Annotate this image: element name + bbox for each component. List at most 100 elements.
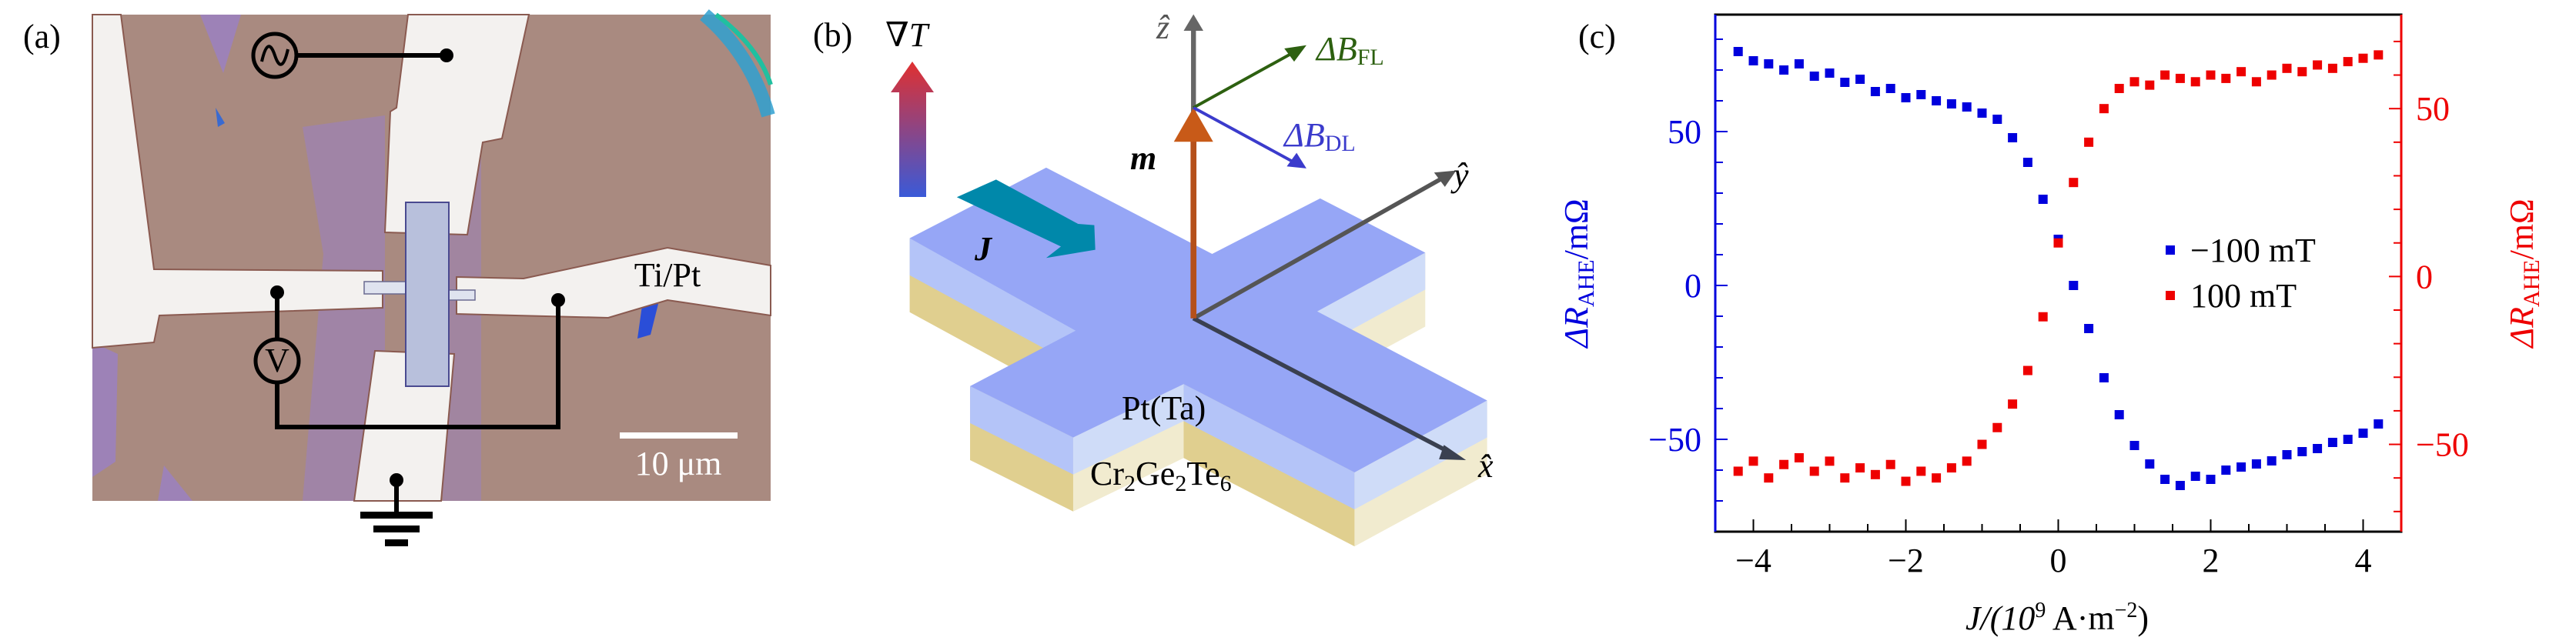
data-point-neg100mT xyxy=(2099,373,2109,382)
x-tick-label: 4 xyxy=(2355,542,2372,579)
data-point-100mT xyxy=(2099,104,2109,114)
data-point-neg100mT xyxy=(1825,68,1835,78)
left-y-tick-label: 0 xyxy=(1684,267,1701,305)
x-tick-label: 0 xyxy=(2050,542,2067,579)
data-point-neg100mT xyxy=(2160,475,2170,484)
data-point-100mT xyxy=(1764,473,1774,483)
right-y-axis-title: ΔRAHE/mΩ xyxy=(2503,199,2544,349)
data-point-100mT xyxy=(2313,60,2323,70)
data-point-100mT xyxy=(1733,466,1743,476)
data-point-neg100mT xyxy=(1885,84,1895,93)
data-point-neg100mT xyxy=(1977,108,1987,118)
magnetization-label: m xyxy=(1130,139,1156,177)
data-point-neg100mT xyxy=(2251,459,2261,469)
data-point-neg100mT xyxy=(1794,59,1804,68)
data-point-100mT xyxy=(2327,63,2337,73)
current-label: J xyxy=(974,230,993,268)
field-like-field-arrow xyxy=(1193,52,1293,109)
data-point-100mT xyxy=(2251,77,2261,87)
device-micrograph xyxy=(92,9,775,502)
data-point-neg100mT xyxy=(2206,475,2216,484)
data-point-100mT xyxy=(2038,312,2048,322)
data-point-100mT xyxy=(1916,466,1926,476)
data-point-neg100mT xyxy=(1733,47,1743,56)
data-point-100mT xyxy=(2297,67,2307,77)
data-point-neg100mT xyxy=(2069,281,2079,290)
data-point-100mT xyxy=(1840,473,1850,483)
data-point-neg100mT xyxy=(1870,87,1880,96)
data-point-neg100mT xyxy=(2282,450,2292,459)
data-point-neg100mT xyxy=(2358,429,2368,438)
data-point-neg100mT xyxy=(2145,459,2155,469)
damping-like-label: ΔBDL xyxy=(1283,116,1356,156)
right-y-tick-label: 50 xyxy=(2416,90,2450,128)
probe-contact-dot xyxy=(270,285,284,299)
panel-c-chart: (c) −4 −2 0 2 4 50 0 −50 50 0 −50 J/(109… xyxy=(1557,13,2544,637)
data-point-neg100mT xyxy=(1779,65,1789,75)
data-points xyxy=(1733,47,2384,490)
data-point-neg100mT xyxy=(2236,462,2246,472)
data-point-neg100mT xyxy=(2221,465,2231,475)
legend-label: 100 mT xyxy=(2190,277,2297,315)
data-point-neg100mT xyxy=(2374,419,2384,429)
field-like-label: ΔBFL xyxy=(1315,30,1384,70)
data-point-100mT xyxy=(1992,422,2002,432)
voltmeter-icon: V xyxy=(253,337,301,385)
ac-source-icon: ~ xyxy=(251,32,299,79)
data-point-100mT xyxy=(1855,463,1865,473)
data-point-100mT xyxy=(1809,466,1819,476)
left-y-axis-title: ΔRAHE/mΩ xyxy=(1557,199,1599,349)
data-point-100mT xyxy=(2069,178,2079,188)
data-point-neg100mT xyxy=(1809,72,1819,81)
data-point-neg100mT xyxy=(2114,410,2124,419)
data-point-neg100mT xyxy=(2313,444,2323,453)
y-axis-label: ŷ xyxy=(1450,156,1469,194)
data-point-100mT xyxy=(1794,453,1804,462)
data-point-100mT xyxy=(2343,57,2353,67)
data-point-100mT xyxy=(1779,459,1789,469)
data-point-100mT xyxy=(2282,63,2292,73)
current-arrow xyxy=(956,179,1096,259)
data-point-100mT xyxy=(1825,456,1835,466)
hall-cross-device xyxy=(909,14,1487,547)
data-point-neg100mT xyxy=(2343,435,2353,444)
ground-icon xyxy=(360,512,433,546)
temperature-gradient-arrow xyxy=(891,62,934,197)
data-point-100mT xyxy=(2145,80,2155,90)
data-point-100mT xyxy=(2267,70,2277,80)
data-point-100mT xyxy=(2084,137,2094,147)
right-y-tick-label: −50 xyxy=(2416,426,2469,464)
data-point-neg100mT xyxy=(1764,59,1774,68)
data-point-100mT xyxy=(1870,469,1880,479)
data-point-neg100mT xyxy=(1916,90,1926,99)
data-point-neg100mT xyxy=(1901,93,1911,102)
data-point-neg100mT xyxy=(2190,472,2200,481)
top-layer-label: Pt(Ta) xyxy=(1122,389,1206,427)
data-point-100mT xyxy=(1977,439,1987,449)
data-point-100mT xyxy=(1932,473,1942,483)
magnetization-arrowhead xyxy=(1173,107,1213,142)
data-point-100mT xyxy=(2129,77,2139,87)
data-point-neg100mT xyxy=(1855,75,1865,84)
data-point-neg100mT xyxy=(1946,99,1956,108)
data-point-100mT xyxy=(2160,70,2170,80)
data-point-100mT xyxy=(2022,365,2032,375)
electrode-label: Ti/Pt xyxy=(634,256,701,294)
data-point-100mT xyxy=(1962,456,1972,466)
data-point-100mT xyxy=(2221,73,2231,83)
data-point-100mT xyxy=(1901,476,1911,486)
legend-label: −100 mT xyxy=(2190,232,2316,269)
data-point-100mT xyxy=(2206,70,2216,80)
x-tick-label: −2 xyxy=(1888,542,1924,579)
panel-a-label: (a) xyxy=(23,18,61,55)
data-point-100mT xyxy=(1885,459,1895,469)
data-point-100mT xyxy=(2358,53,2368,63)
probe-contact-dot xyxy=(390,473,403,487)
axis-ticks xyxy=(1715,38,2402,532)
panel-c-label: (c) xyxy=(1578,18,1616,55)
panel-b: (b) ∇T xyxy=(813,8,1494,547)
data-point-neg100mT xyxy=(2327,438,2337,447)
x-axis-title: J/(109 A·m−2) xyxy=(1965,599,2149,637)
data-point-100mT xyxy=(2175,73,2185,83)
